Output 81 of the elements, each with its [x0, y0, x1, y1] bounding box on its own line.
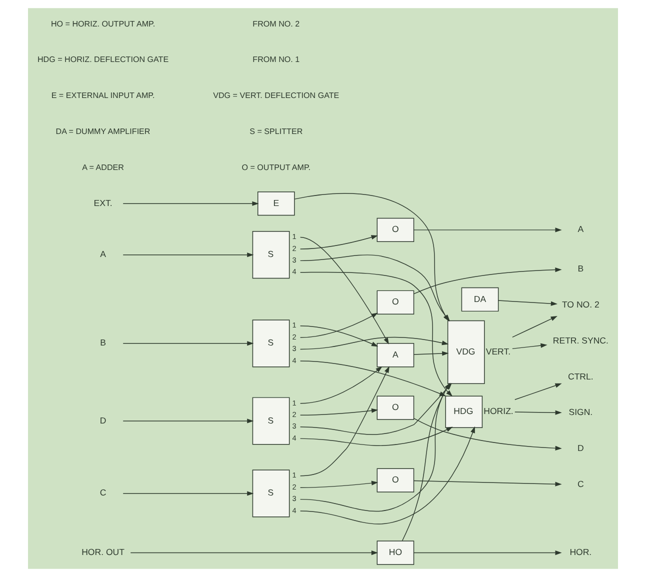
node-label: VERT. [485, 346, 510, 356]
arrow [299, 382, 450, 512]
label: HO = HORIZ. OUTPUT AMP. [50, 19, 155, 28]
label: HDG = HORIZ. DEFLECTION GATE [36, 55, 168, 64]
label: FROM NO. 1 [252, 55, 300, 64]
edge-label: 3 [292, 422, 296, 431]
label: O = OUTPUT AMP. [241, 162, 310, 172]
edge-label: 3 [292, 256, 296, 265]
node-text: CTRL. [568, 371, 593, 382]
node-text: HOR. OUT [81, 547, 124, 558]
edge-label: 1 [292, 320, 296, 330]
arrow [299, 236, 388, 344]
arrow [299, 408, 378, 416]
arrow [299, 312, 378, 338]
arrow [299, 426, 452, 446]
node-box: O [376, 468, 414, 492]
node-text: B [577, 264, 584, 274]
arrow [299, 235, 378, 250]
arrow [514, 383, 562, 400]
node-label: HORIZ. [483, 406, 513, 416]
arrow [412, 351, 448, 356]
node-text: HOR. [569, 547, 592, 558]
node-text: D [99, 415, 106, 426]
arrow [122, 418, 254, 424]
arrow [299, 480, 378, 488]
node-text: C [99, 488, 106, 498]
label: S = SPLITTER [249, 126, 302, 136]
edge-label: 1 [292, 398, 296, 408]
node-box: DA [460, 287, 498, 312]
arrow [299, 336, 448, 350]
node-box: HO [376, 540, 414, 565]
node-text: D [576, 443, 584, 454]
arrow [122, 341, 254, 346]
arrow [299, 426, 474, 524]
edge-label: 1 [292, 470, 296, 480]
label: E = EXTERNAL INPUT AMP. [50, 91, 154, 100]
label: A = ADDER [82, 162, 124, 172]
node-box: O [376, 396, 414, 420]
edge-label: 4 [292, 356, 296, 365]
edge-label: 2 [292, 410, 296, 419]
arrow [514, 410, 562, 415]
arrow [122, 201, 258, 206]
edge-label: 2 [292, 332, 296, 342]
edge-label: 1 [292, 232, 296, 242]
arrow [412, 480, 562, 486]
label: FROM NO. 2 [252, 19, 300, 28]
arrow [413, 267, 562, 294]
label: VDG = VERT. DEFLECTION GATE [212, 91, 339, 100]
edge-label: 4 [292, 267, 296, 276]
arrow [122, 491, 254, 496]
node-text: C [576, 478, 584, 489]
arrow [498, 300, 557, 306]
arrow [122, 252, 254, 258]
arrow [401, 382, 450, 542]
arrow [299, 325, 378, 347]
node-text: A [100, 249, 106, 260]
label: DA = DUMMY AMPLIFIER [55, 126, 150, 136]
node-text: RETR. SYNC. [552, 335, 608, 346]
arrow [299, 366, 382, 404]
edge-label: 2 [292, 244, 296, 253]
edge-label: 4 [292, 506, 296, 515]
arrow [412, 228, 562, 232]
arrow [299, 366, 389, 476]
edge-label: 3 [292, 344, 296, 354]
node-text: TO NO. 2 [561, 300, 599, 310]
node-box: O [376, 218, 414, 242]
arrow [512, 316, 557, 338]
edge-label: 2 [292, 482, 296, 492]
edge-label: 4 [292, 433, 296, 442]
node-text: SIGN. [568, 407, 592, 418]
arrow [412, 418, 562, 450]
arrow [512, 343, 547, 350]
node-box: E [256, 192, 294, 216]
arrow [412, 550, 562, 556]
node-text: EXT. [93, 198, 112, 208]
node-box: O [376, 290, 414, 314]
node-text: A [577, 224, 584, 234]
node-box: A [376, 343, 414, 368]
arrow [130, 550, 378, 556]
edge-label: 3 [292, 494, 296, 504]
node-text: B [100, 338, 106, 348]
